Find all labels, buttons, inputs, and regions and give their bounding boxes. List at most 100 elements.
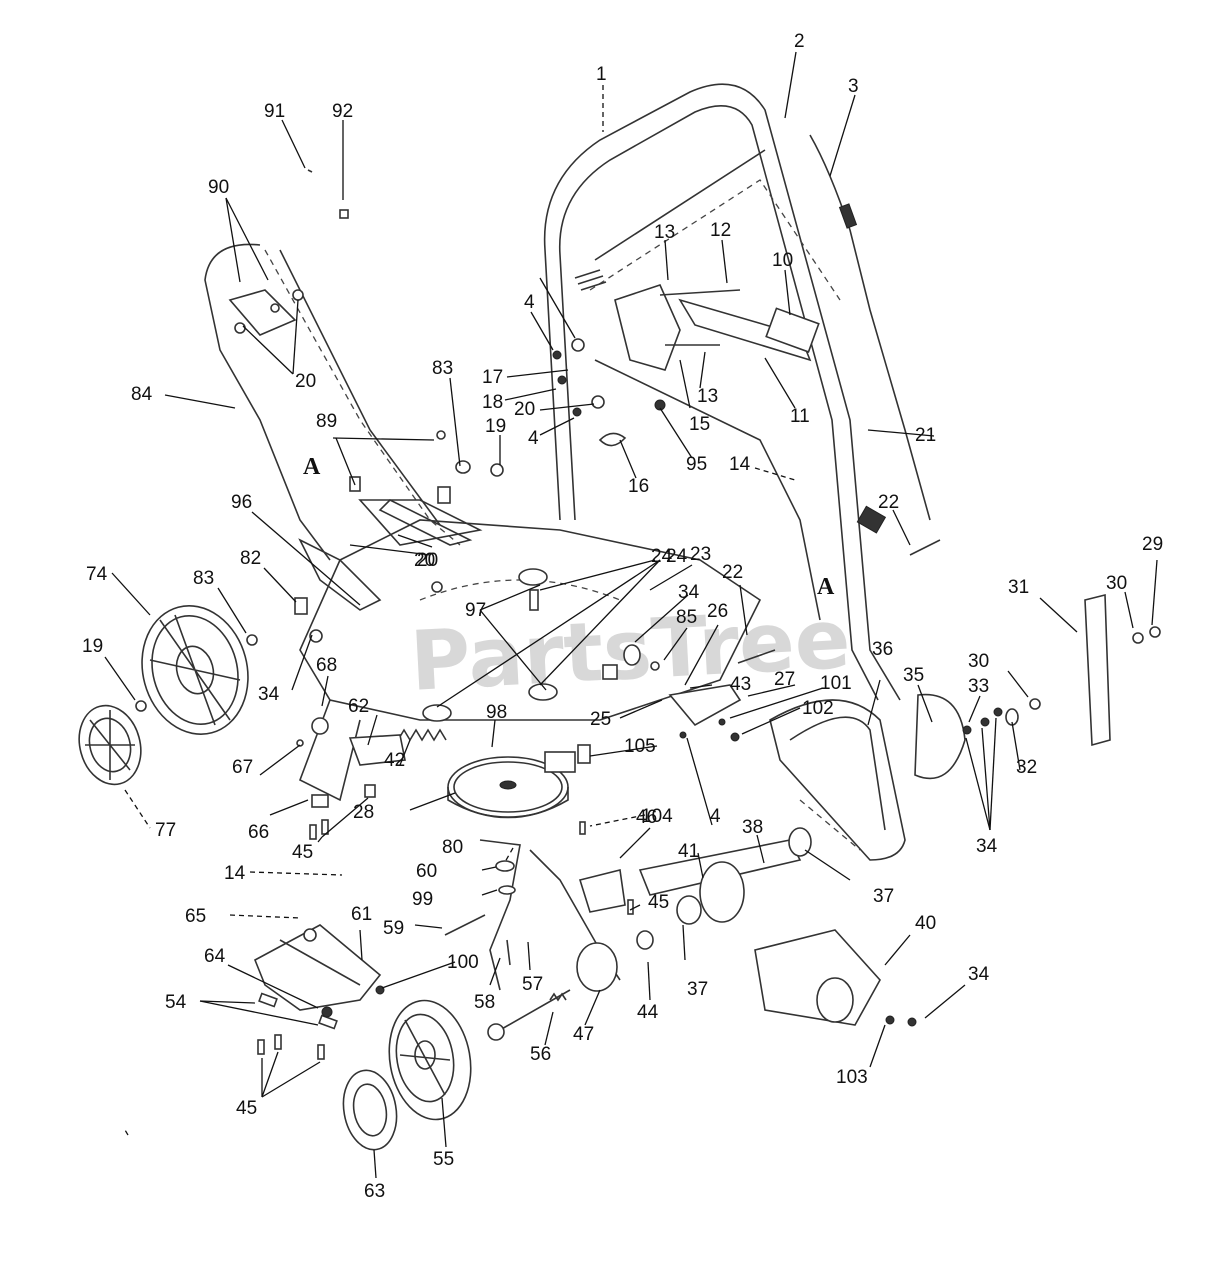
callout-label: 4 — [710, 806, 721, 827]
callout-label: 89 — [316, 411, 337, 432]
callout-label: 15 — [689, 414, 710, 435]
callout-label: 20 — [514, 399, 535, 420]
wheel-drive-bracket-drawing — [578, 869, 626, 913]
callout-label: 62 — [348, 696, 369, 717]
upper-handle-drawing — [543, 83, 901, 701]
spring-drawing — [397, 728, 447, 742]
callout-label: 20 — [417, 550, 438, 571]
callout-label: 83 — [193, 568, 214, 589]
callout-label: 38 — [742, 817, 763, 838]
callout-label: 17 — [482, 367, 503, 388]
front-axle-arm-drawing — [253, 924, 382, 1011]
callout-label: 37 — [687, 979, 708, 1000]
callout-label: 55 — [433, 1149, 454, 1170]
callout-label: 10 — [772, 250, 793, 271]
callout-label: 22 — [878, 492, 899, 513]
callout-label: 105 — [624, 736, 656, 757]
callout-label: 64 — [204, 946, 226, 967]
frame-deck-drawing — [298, 499, 762, 802]
callout-label: 98 — [486, 702, 507, 723]
lower-handle-drawing — [204, 243, 461, 561]
callout-label: 66 — [248, 822, 269, 843]
callout-label: 96 — [231, 492, 252, 513]
impeller-shield-drawing — [769, 699, 906, 861]
callout-label: 34 — [258, 684, 280, 705]
callout-label: 58 — [474, 992, 495, 1013]
callout-label: 32 — [1016, 757, 1037, 778]
callout-label: 104 — [641, 806, 673, 827]
callout-label: 85 — [676, 607, 697, 628]
callout-label: 41 — [678, 841, 699, 862]
callout-label: 99 — [412, 889, 433, 910]
callout-label: 13 — [697, 386, 718, 407]
callout-label: 102 — [802, 698, 834, 719]
upper-fasteners-drawing — [552, 269, 666, 447]
callout-label: 80 — [442, 837, 463, 858]
callout-label: 23 — [690, 544, 711, 565]
section-mark-left: A — [303, 454, 321, 480]
callout-label: 34 — [968, 964, 990, 985]
callout-label: 44 — [637, 1002, 659, 1023]
cable-connector-drawing — [838, 203, 858, 229]
callout-label: 21 — [915, 425, 936, 446]
callout-label: 84 — [131, 384, 153, 405]
bolt-101-drawing — [718, 718, 726, 726]
callout-label: 91 — [264, 101, 285, 122]
callout-label: 40 — [915, 913, 936, 934]
chute-adapter-drawing — [754, 929, 917, 1027]
callout-label: 54 — [165, 992, 187, 1013]
mounting-bracket-drawing — [298, 538, 382, 611]
callout-label: 90 — [208, 177, 229, 198]
callout-label: 37 — [873, 886, 894, 907]
callout-label: 97 — [465, 600, 486, 621]
callout-label: 45 — [236, 1098, 257, 1119]
callout-label: 100 — [447, 952, 479, 973]
callout-label: 34 — [678, 582, 700, 603]
callout-label: 16 — [628, 476, 649, 497]
callout-label: 22 — [722, 562, 743, 583]
callout-label: 92 — [332, 101, 353, 122]
callout-label: 65 — [185, 906, 206, 927]
callout-label: 68 — [316, 655, 337, 676]
callout-label: 45 — [648, 892, 669, 913]
callout-label: 46 — [636, 807, 657, 828]
bracket-62-drawing — [348, 734, 406, 766]
callout-label: 33 — [968, 676, 989, 697]
right-bracket-drawing — [1005, 593, 1161, 747]
callout-label: 19 — [485, 416, 506, 437]
callout-label: 14 — [729, 454, 751, 475]
callout-label: 95 — [686, 454, 707, 475]
callout-label: 4 — [528, 428, 539, 449]
callout-label: 20 — [295, 371, 316, 392]
callout-label: 30 — [1106, 573, 1127, 594]
callout-label: 60 — [416, 861, 437, 882]
idler-pulleys-drawing — [422, 568, 558, 722]
callout-label: 18 — [482, 392, 503, 413]
callout-label: 29 — [1142, 534, 1163, 555]
callout-label: 19 — [82, 636, 103, 657]
callout-label: 14 — [224, 863, 246, 884]
right-fasteners-drawing — [737, 505, 1003, 735]
rear-hubcap-drawing — [78, 704, 142, 786]
callout-labels: 1 2 3 91 92 90 20 12 13 10 4 17 18 20 4 … — [82, 31, 1163, 1202]
callout-label: 83 — [432, 358, 453, 379]
washer-19-drawing — [135, 700, 147, 712]
control-bracket-drawing — [614, 284, 820, 371]
nut-102-drawing — [730, 732, 740, 742]
front-wheel-drawing — [388, 999, 472, 1121]
callout-label: 30 — [968, 651, 989, 672]
callout-label: 35 — [903, 665, 924, 686]
bracket-26-drawing — [668, 684, 742, 727]
drive-pulley-drawing — [447, 756, 569, 819]
callout-label: 59 — [383, 918, 404, 939]
leader-lines — [104, 51, 1158, 1179]
callout-label: 101 — [820, 673, 852, 694]
callout-label: 13 — [654, 222, 675, 243]
callout-label: 28 — [353, 802, 374, 823]
callout-label: 31 — [1008, 577, 1029, 598]
control-cable-drawing — [809, 134, 931, 521]
callout-label: 42 — [384, 750, 405, 771]
callout-label: 56 — [530, 1044, 551, 1065]
callout-label: 26 — [707, 601, 728, 622]
callout-label: 47 — [573, 1024, 594, 1045]
